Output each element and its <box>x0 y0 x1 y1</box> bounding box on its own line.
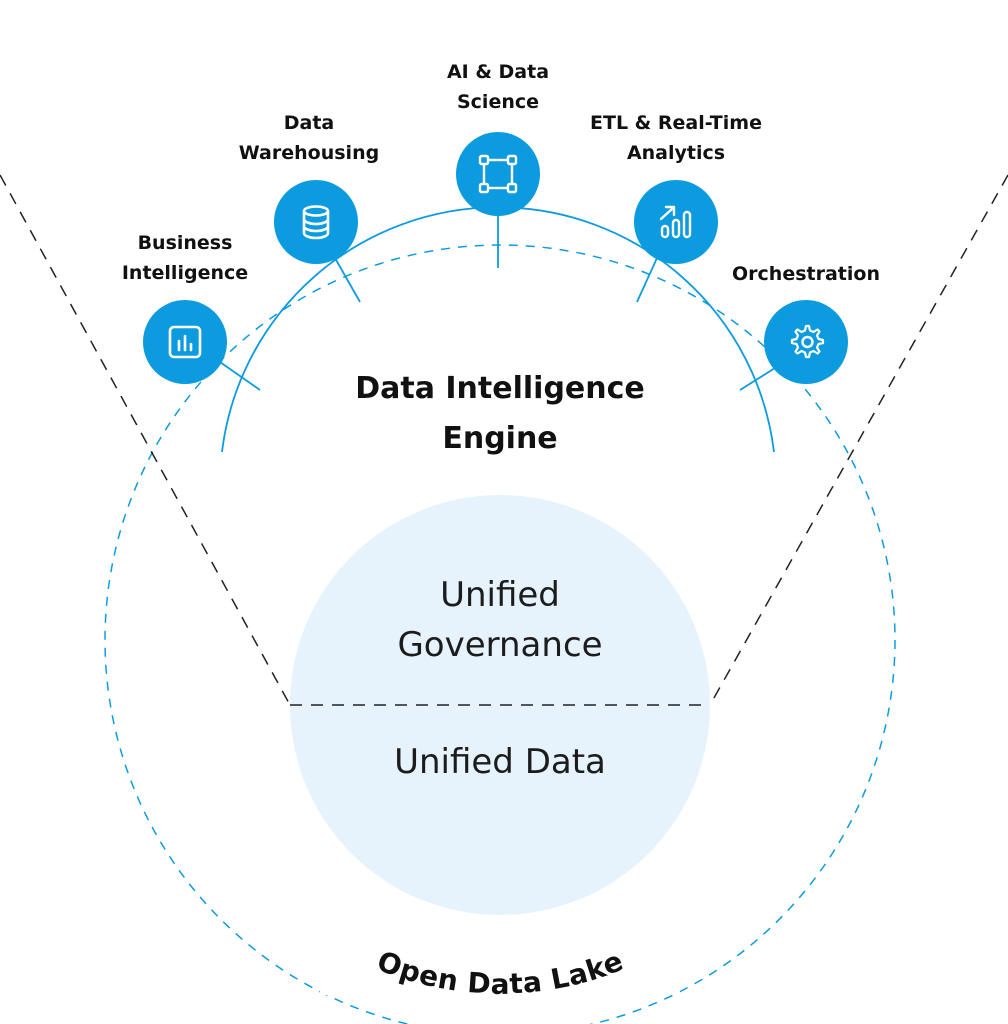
bar-chart-icon <box>168 325 202 359</box>
open-data-lake-boundary <box>104 244 896 1024</box>
lake-label-backdrop <box>320 905 680 995</box>
ai-data-science-label: AI & Data Science <box>446 61 550 113</box>
ai-data-science-node <box>456 132 540 216</box>
data-intelligence-engine-title: Data Intelligence Engine <box>355 371 645 456</box>
connector-etl-analytics <box>636 257 658 303</box>
connector-orchestration <box>739 367 776 391</box>
data-warehousing-node <box>274 180 358 264</box>
funnel-right-line <box>709 174 1008 706</box>
data-warehousing-label: Data Warehousing <box>238 112 380 164</box>
connector-business-intelligence <box>219 361 261 391</box>
unified-governance-label: Unified Governance <box>397 575 603 665</box>
database-icon <box>302 205 330 240</box>
orchestration-node <box>764 300 848 384</box>
etl-real-time-analytics-label: ETL & Real-Time Analytics <box>590 112 762 164</box>
unified-data-label: Unified Data <box>394 742 606 782</box>
connector-data-warehousing <box>334 257 361 303</box>
etl-real-time-analytics-node <box>634 180 718 264</box>
business-intelligence-node <box>143 300 227 384</box>
trend-bars-icon <box>659 205 692 239</box>
gear-icon <box>790 324 825 359</box>
funnel-left-line <box>0 174 291 706</box>
nodes-square-icon <box>478 154 518 194</box>
orchestration-label: Orchestration <box>732 263 880 285</box>
business-intelligence-label: Business Intelligence <box>121 232 249 284</box>
